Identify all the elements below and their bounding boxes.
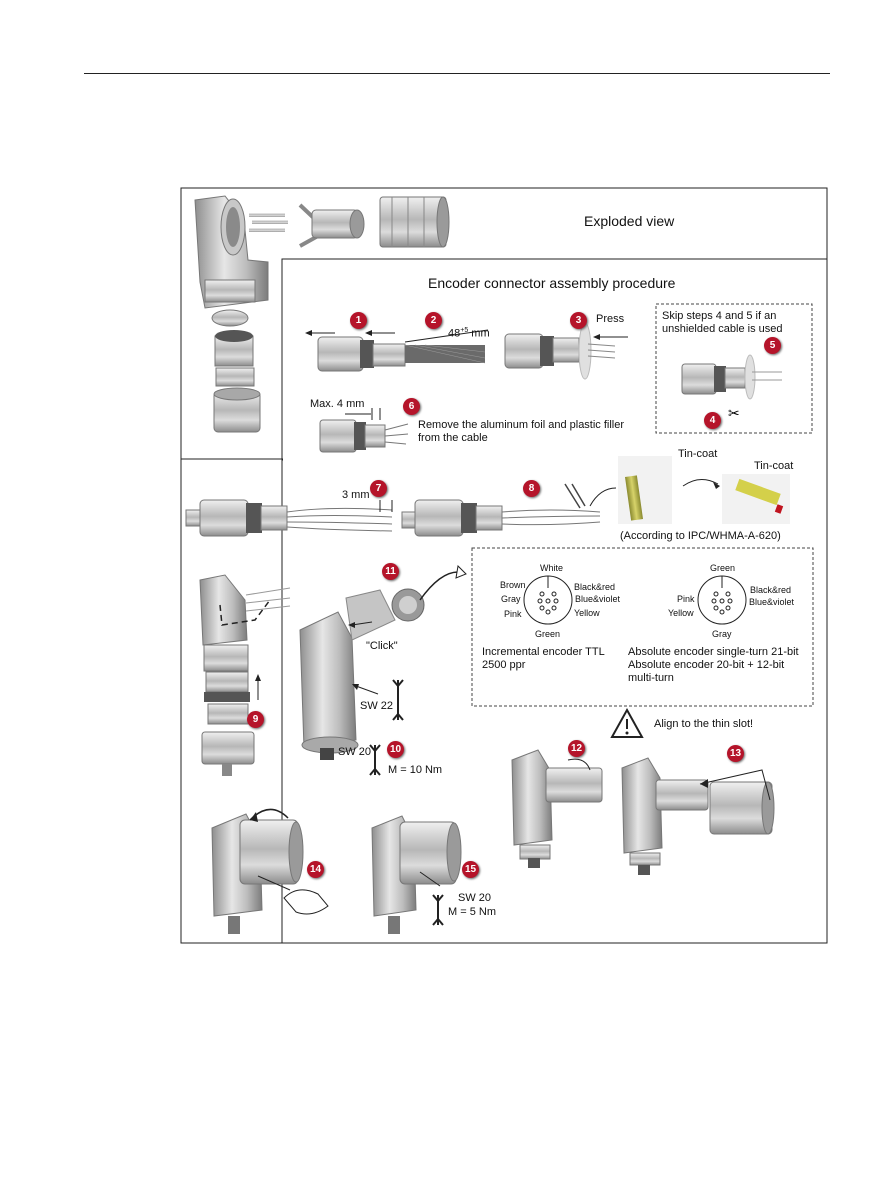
pin-left-top: White: [540, 563, 564, 573]
step7-connector: [185, 499, 393, 537]
tincoat-label-2: Tin-coat: [754, 460, 794, 472]
tincoat-2-pin: [735, 478, 781, 506]
skip-note-box: [655, 303, 813, 434]
click-label: "Click": [366, 640, 398, 652]
tincoat-2-bg: [722, 474, 790, 524]
warning-icon: [610, 707, 644, 738]
step-badge-13: 13: [727, 745, 744, 762]
step-badge-5: 5: [764, 337, 781, 354]
sw20a-label: SW 20: [338, 746, 372, 758]
exploded-angle-housing: [194, 195, 269, 309]
step-badge-11: 11: [382, 563, 399, 580]
pin-left-r1: Blue&violet: [575, 594, 621, 604]
step15-assembly: [371, 815, 462, 934]
skip-note-line1: Skip steps 4 and 5 if an: [662, 310, 777, 322]
exploded-left-stack: [211, 309, 261, 433]
pinout-left-circle: [523, 575, 573, 625]
figure-frame: [180, 187, 828, 944]
hand-icon: [283, 889, 329, 915]
pin-left-l1: Gray: [501, 594, 521, 604]
wrench-22: [392, 679, 404, 721]
wrench-20b: [432, 894, 444, 926]
step-badge-2: 2: [425, 312, 442, 329]
step-badge-4: 4: [704, 412, 721, 429]
pinout-left-caption2: 2500 ppr: [482, 659, 526, 671]
m5-label: M = 5 Nm: [448, 906, 496, 918]
pinout-right-caption3: multi-turn: [628, 672, 674, 684]
remove-note-line1: Remove the aluminum foil and plastic fil…: [418, 419, 625, 431]
step-badge-9: 9: [247, 711, 264, 728]
pin-right-l0: Pink: [677, 594, 695, 604]
svg-text:✂: ✂: [728, 405, 740, 421]
pin-right-l1: Yellow: [668, 608, 694, 618]
pinout-box: [471, 547, 814, 707]
align-note: Align to the thin slot!: [654, 718, 754, 730]
step-badge-14: 14: [307, 861, 324, 878]
exploded-contacts: [249, 213, 288, 232]
step-badge-12: 12: [568, 740, 585, 757]
pin-right-r1: Blue&violet: [749, 597, 795, 607]
pinout-right-circle: [697, 575, 747, 625]
pinout-right-caption2: Absolute encoder 20-bit + 12-bit: [628, 659, 785, 671]
step9-assembly: [199, 574, 291, 776]
wrench-20a: [369, 744, 381, 776]
sw22-label: SW 22: [360, 700, 394, 712]
exploded-insert: [298, 203, 365, 248]
step-badge-8: 8: [523, 480, 540, 497]
step3-connector: [504, 322, 616, 380]
step-badge-10: 10: [387, 741, 404, 758]
step-badge-1: 1: [350, 312, 367, 329]
tincoat-label-1: Tin-coat: [678, 448, 718, 460]
tincoat-1-bg: [618, 456, 672, 524]
step12-assembly: [511, 749, 603, 868]
pin-left-r2: Yellow: [574, 608, 600, 618]
tincoat-1-pin: [624, 475, 644, 521]
pin-left-r0: Black&red: [574, 582, 616, 592]
pin-left-l0: Brown: [500, 580, 526, 590]
exploded-view-title: Exploded view: [584, 213, 675, 229]
step14-assembly: [211, 813, 304, 934]
exploded-nut: [379, 196, 450, 248]
pinout-left-caption1: Incremental encoder TTL: [482, 646, 605, 658]
step-badge-7: 7: [370, 480, 387, 497]
procedure-title: Encoder connector assembly procedure: [428, 275, 676, 291]
step-badge-6: 6: [403, 398, 420, 415]
mm3-label: 3 mm: [342, 489, 370, 501]
pin-right-r0: Black&red: [750, 585, 792, 595]
step6-connector: [319, 419, 409, 453]
step1-connector: [317, 336, 486, 372]
skip-note-line2: unshielded cable is used: [662, 323, 783, 335]
step13-assembly: [621, 757, 775, 875]
dim-48-label: 48+5 mm: [448, 327, 490, 340]
press-label: Press: [596, 313, 625, 325]
pin-right-bottom: Gray: [712, 629, 732, 639]
remove-note-line2: from the cable: [418, 432, 488, 444]
pinout-right-caption1: Absolute encoder single-turn 21-bit: [628, 646, 799, 658]
step10-body: [299, 588, 425, 760]
pin-right-top: Green: [710, 563, 736, 573]
sw20b-label: SW 20: [458, 892, 492, 904]
step4-5-connector: [681, 354, 782, 400]
pin-left-l2: Pink: [504, 609, 522, 619]
divider-exploded: [281, 258, 827, 943]
m10-label: M = 10 Nm: [388, 764, 443, 776]
step8-connector: [401, 483, 617, 537]
step-badge-15: 15: [462, 861, 479, 878]
max4-label: Max. 4 mm: [310, 398, 365, 410]
pin-left-bottom: Green: [535, 629, 561, 639]
step-badge-3: 3: [570, 312, 587, 329]
header-rule: [84, 73, 830, 74]
ipc-note: (According to IPC/WHMA-A-620): [620, 530, 781, 542]
